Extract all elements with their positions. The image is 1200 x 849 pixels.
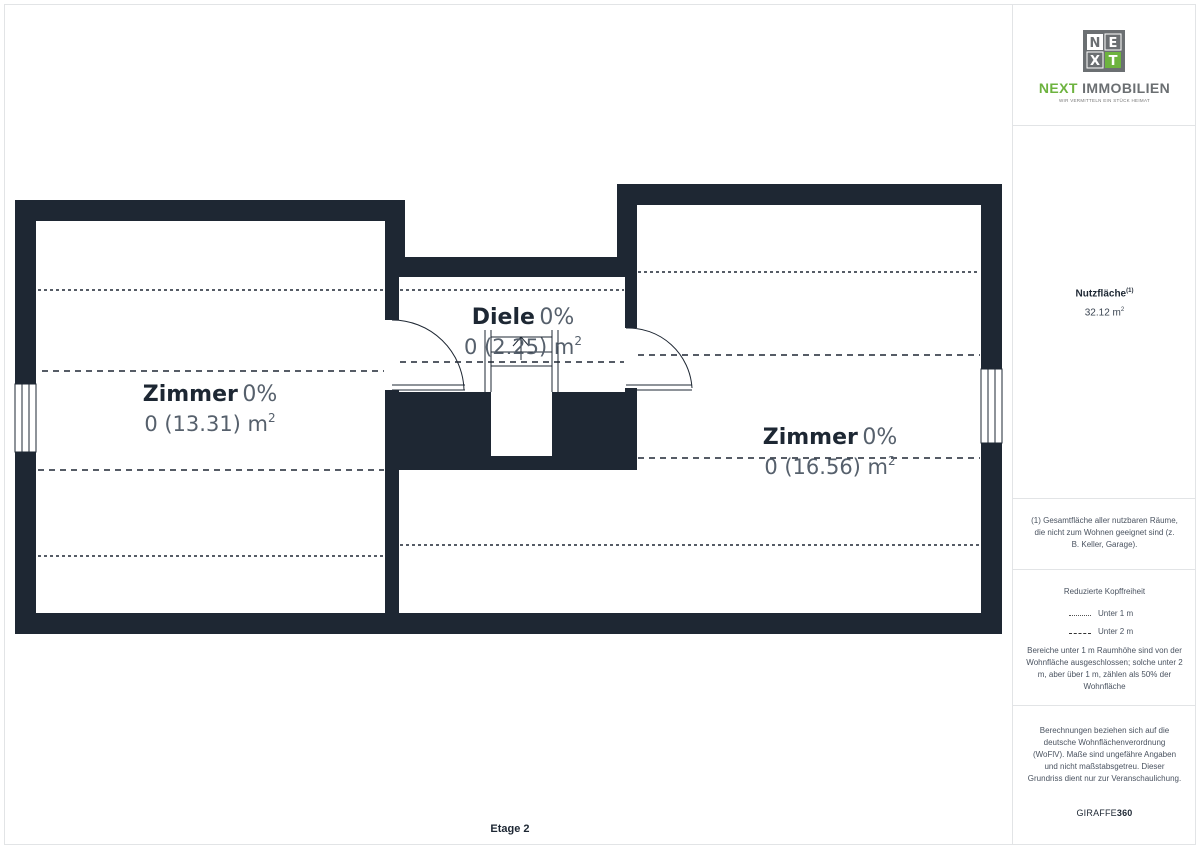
area-title: Nutzfläche(1) bbox=[1013, 288, 1196, 299]
brand-part2: 360 bbox=[1116, 808, 1133, 818]
room-name: Zimmer bbox=[142, 382, 238, 407]
window-right bbox=[980, 368, 1003, 444]
logo-name-part1: NEXT bbox=[1038, 80, 1078, 96]
room-interior-zimmer-left bbox=[36, 221, 385, 613]
page-frame bbox=[4, 4, 1196, 845]
logo-letter-n: N bbox=[1090, 36, 1101, 51]
logo-name-part2: IMMOBILIEN bbox=[1082, 80, 1171, 96]
room-area-unit-exp: 2 bbox=[574, 334, 582, 348]
area-value: 32.12 m2 bbox=[1013, 307, 1196, 318]
room-label-diele: Diele 0% 0 (2.25) m2 bbox=[413, 305, 633, 359]
footnote-text: (1) Gesamtfläche aller nutzbaren Räume, … bbox=[1031, 516, 1178, 549]
floor-plan: Zimmer 0% 0 (13.31) m2 Diele 0% 0 (2.25)… bbox=[14, 184, 1003, 835]
room-name: Diele bbox=[471, 305, 535, 330]
floor-name: Etage 2 bbox=[490, 823, 530, 835]
door-swing-right bbox=[625, 327, 693, 391]
brand-part1: GIRAFFE bbox=[1076, 808, 1117, 818]
stair-opening bbox=[491, 392, 552, 456]
room-label-zimmer-left: Zimmer 0% 0 (13.31) m2 bbox=[100, 382, 320, 436]
room-area: 0 (2.25) m bbox=[464, 335, 575, 359]
door-opening-right bbox=[624, 328, 638, 388]
dashed-line-swatch bbox=[1069, 633, 1091, 634]
stair-railing bbox=[484, 330, 559, 392]
logo-section: N E X T NEXT IMMOBILIEN WIR VERMITTELN E… bbox=[1013, 4, 1196, 126]
area-value-text: 32.12 m bbox=[1084, 307, 1121, 319]
area-value-exp: 2 bbox=[1120, 307, 1125, 313]
legend-title: Reduzierte Kopffreiheit bbox=[1063, 587, 1146, 596]
floor-plan-drawing bbox=[14, 184, 1003, 634]
brand-logo: GIRAFFE360 bbox=[1013, 808, 1196, 818]
room-label-zimmer-right: Zimmer 0% 0 (16.56) m2 bbox=[715, 425, 945, 479]
legend-item-label: Unter 2 m bbox=[1098, 627, 1134, 636]
room-interior-diele bbox=[399, 277, 625, 392]
legend-item-label: Unter 1 m bbox=[1098, 609, 1134, 618]
logo-wordmark: NEXT IMMOBILIEN bbox=[1013, 80, 1196, 96]
legend-explanation: Bereiche unter 1 m Raumhöhe sind von der… bbox=[1026, 646, 1183, 691]
room-percent: 0% bbox=[862, 425, 898, 450]
area-summary-section: Nutzfläche(1) 32.12 m2 bbox=[1013, 126, 1196, 499]
disclaimer-text: Berechnungen beziehen sich auf die deuts… bbox=[1027, 726, 1182, 783]
legend-section: Reduzierte Kopffreiheit Unter 1 m Unter … bbox=[1013, 570, 1196, 706]
room-percent: 0% bbox=[242, 382, 278, 407]
room-area-unit-exp: 2 bbox=[268, 411, 276, 425]
logo-icon: N E X T bbox=[1083, 30, 1125, 72]
area-title-note: (1) bbox=[1126, 288, 1134, 294]
area-title-text: Nutzfläche bbox=[1075, 288, 1127, 300]
sidebar: N E X T NEXT IMMOBILIEN WIR VERMITTELN E… bbox=[1013, 4, 1196, 845]
window-left bbox=[14, 383, 37, 453]
door-opening-left bbox=[384, 320, 400, 390]
room-area: 0 (13.31) m bbox=[144, 412, 269, 436]
headroom-lines bbox=[38, 271, 980, 557]
footnote-section: (1) Gesamtfläche aller nutzbaren Räume, … bbox=[1013, 499, 1196, 570]
logo-letter-x: X bbox=[1090, 54, 1100, 69]
sidebar-divider bbox=[1012, 4, 1013, 845]
door-swing-left bbox=[391, 319, 465, 391]
room-interior-zimmer-right-lower bbox=[399, 470, 981, 613]
logo-letter-e: E bbox=[1109, 36, 1118, 51]
room-area-unit-exp: 2 bbox=[888, 454, 896, 468]
room-name: Zimmer bbox=[762, 425, 858, 450]
room-percent: 0% bbox=[539, 305, 575, 330]
dotted-line-swatch bbox=[1069, 615, 1091, 616]
logo-tagline: WIR VERMITTELN EIN STÜCK HEIMAT bbox=[1059, 98, 1150, 103]
disclaimer-section: Berechnungen beziehen sich auf die deuts… bbox=[1013, 706, 1196, 845]
room-area: 0 (16.56) m bbox=[764, 455, 889, 479]
logo-letter-t: T bbox=[1109, 54, 1118, 69]
